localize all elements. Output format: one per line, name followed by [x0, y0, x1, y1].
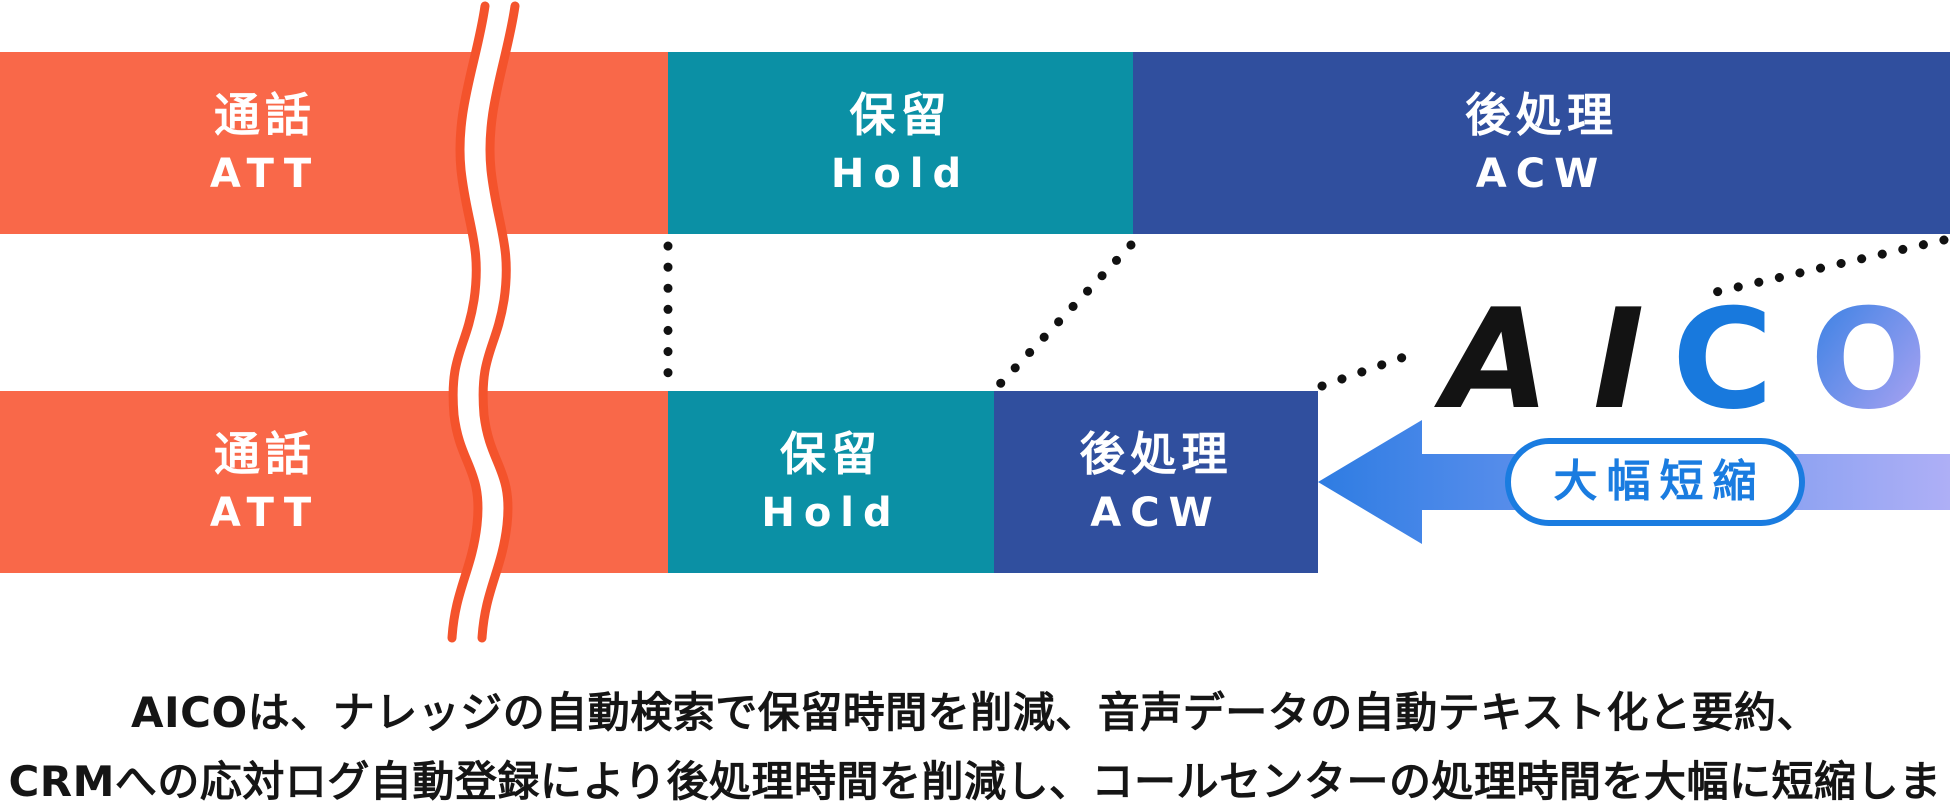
connector-acw-end-to-logo: [1711, 235, 1949, 297]
segment-label-en: ACW: [1475, 151, 1608, 197]
segment-label-en: ATT: [209, 490, 321, 536]
segment-label-en: ACW: [1090, 490, 1222, 536]
segment-after-att: 通話 ATT: [0, 391, 668, 573]
timeline-bar-after: 通話 ATT 保留 Hold 後処理 ACW: [0, 391, 1950, 573]
segment-label-jp: 保留: [849, 88, 952, 142]
caption-line-2: CRMへの応対ログ自動登録により後処理時間を削減し、コールセンターの処理時間を大…: [8, 757, 1942, 806]
segment-label-jp: 後処理: [1465, 88, 1618, 142]
segment-before-hold: 保留 Hold: [668, 52, 1133, 234]
segment-label-box: 通話 ATT: [0, 52, 530, 234]
segment-before-acw: 後処理 ACW: [1133, 52, 1950, 234]
segment-label: 後処理 ACW: [1080, 431, 1233, 533]
segment-after-hold: 保留 Hold: [668, 391, 994, 573]
segment-label: 後処理 ACW: [1465, 92, 1618, 194]
caption: AICOは、ナレッジの自動検索で保留時間を削減、音声データの自動テキスト化と要約…: [0, 678, 1950, 812]
timeline-bar-before: 通話 ATT 保留 Hold 後処理 ACW: [0, 52, 1950, 234]
segment-label-en: ATT: [209, 151, 321, 197]
connector-after-acw-to-logo: [1317, 352, 1409, 391]
segment-label-box: 通話 ATT: [0, 391, 530, 573]
segment-label-jp: 後処理: [1079, 427, 1233, 481]
segment-label-jp: 保留: [780, 427, 882, 481]
reduction-badge-label: 大幅短縮: [1553, 456, 1766, 507]
segment-label: 保留 Hold: [831, 92, 970, 194]
caption-line-1: AICOは、ナレッジの自動検索で保留時間を削減、音声データの自動テキスト化と要約…: [131, 688, 1819, 737]
segment-label: 保留 Hold: [761, 431, 900, 533]
segment-label: 通話 ATT: [210, 431, 320, 533]
segment-label-en: Hold: [761, 490, 901, 536]
connector-dots: [663, 235, 1949, 391]
connector-hold-acw-boundary: [995, 240, 1136, 389]
segment-label-en: Hold: [830, 151, 971, 197]
segment-label: 通話 ATT: [210, 92, 320, 194]
segment-label-jp: 通話: [214, 427, 316, 481]
segment-label-jp: 通話: [214, 88, 316, 142]
segment-before-att: 通話 ATT: [0, 52, 668, 234]
reduction-badge: 大幅短縮: [1505, 438, 1805, 526]
segment-after-acw: 後処理 ACW: [994, 391, 1318, 573]
